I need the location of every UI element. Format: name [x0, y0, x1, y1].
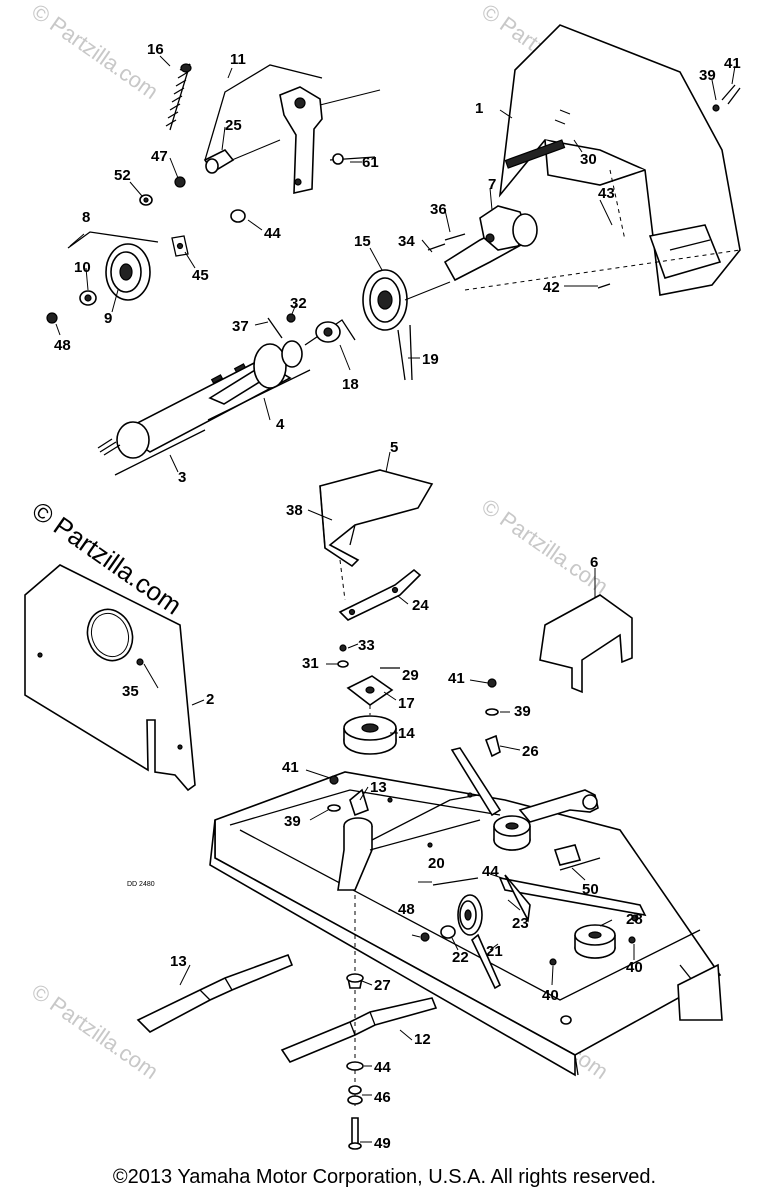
screw-42	[597, 283, 611, 289]
callout-7: 7	[488, 176, 496, 193]
bracket-24	[338, 568, 422, 621]
callout-17: 17	[398, 695, 415, 712]
callout-44: 44	[264, 225, 281, 242]
bracket-11	[204, 64, 381, 195]
callout-9: 9	[104, 310, 112, 327]
callout-20: 20	[428, 855, 445, 872]
callout-28: 28	[626, 911, 643, 928]
callout-26: 26	[522, 743, 539, 760]
callout-16: 16	[147, 41, 164, 58]
blade-12	[280, 997, 438, 1063]
callout-23: 23	[512, 915, 529, 932]
callout-47: 47	[151, 148, 168, 165]
blade-hardware	[346, 895, 364, 1150]
bolt-41-washer-39	[484, 678, 501, 758]
callout-33: 33	[358, 637, 375, 654]
callout-6: 6	[590, 554, 598, 571]
spring-16	[165, 63, 192, 131]
washer-44	[230, 209, 246, 223]
callout-48: 48	[54, 337, 71, 354]
callout-39b: 39	[514, 703, 531, 720]
callout-27: 27	[374, 977, 391, 994]
callout-3: 3	[178, 469, 186, 486]
idler-20	[420, 874, 531, 990]
callout-15: 15	[354, 233, 371, 250]
callout-41: 41	[724, 55, 741, 72]
callout-1: 1	[475, 100, 483, 117]
callout-21: 21	[486, 943, 503, 960]
pin-37-bolt-32	[267, 313, 296, 339]
callout-40: 40	[626, 959, 643, 976]
callout-40b: 40	[542, 987, 559, 1004]
callout-45: 45	[192, 267, 209, 284]
callouts: 16 11 25 47 52 61 44 8 10 45 9 48 37 32 …	[54, 41, 741, 1152]
pulley-8	[46, 231, 189, 324]
bushing-25	[203, 139, 281, 174]
callout-38: 38	[286, 502, 303, 519]
callout-44b: 44	[482, 863, 499, 880]
callout-2: 2	[206, 691, 214, 708]
callout-37: 37	[232, 318, 249, 335]
callout-41b: 41	[448, 670, 465, 687]
callout-10: 10	[74, 259, 91, 276]
callout-5: 5	[390, 439, 398, 456]
callout-34: 34	[398, 233, 415, 250]
callout-41c: 41	[282, 759, 299, 776]
shaft-assembly	[97, 340, 311, 476]
callout-30: 30	[580, 151, 597, 168]
shield-5	[319, 469, 434, 601]
deck-pulley-right	[493, 815, 531, 851]
nut-47-washer-52	[139, 176, 186, 206]
callout-22: 22	[452, 949, 469, 966]
shield-6	[539, 594, 633, 694]
swing-arm	[498, 789, 647, 917]
deck-pulley-28	[549, 914, 639, 966]
arm-26	[450, 747, 502, 817]
plate-2	[24, 564, 196, 792]
callout-14: 14	[398, 725, 415, 742]
callout-13b: 13	[170, 953, 187, 970]
callout-43: 43	[598, 185, 615, 202]
callout-32: 32	[290, 295, 307, 312]
callout-46: 46	[374, 1089, 391, 1106]
drawing-code: DD 2480	[127, 881, 155, 888]
callout-35: 35	[122, 683, 139, 700]
callout-29: 29	[402, 667, 419, 684]
callout-36: 36	[430, 201, 447, 218]
callout-52: 52	[114, 167, 131, 184]
callout-12: 12	[414, 1031, 431, 1048]
callout-44c: 44	[374, 1059, 391, 1076]
callout-11: 11	[230, 51, 246, 68]
copyright-notice: ©2013 Yamaha Motor Corporation, U.S.A. A…	[112, 1166, 657, 1188]
callout-24: 24	[412, 597, 429, 614]
callout-42: 42	[543, 279, 560, 296]
callout-50: 50	[582, 881, 599, 898]
callout-25: 25	[225, 117, 242, 134]
blade-13	[136, 953, 294, 1033]
callout-8: 8	[82, 209, 90, 226]
spindle-7	[427, 205, 538, 282]
callout-18: 18	[342, 376, 359, 393]
watermark: © Partzilla.com	[27, 0, 163, 104]
watermark: © Partzilla.com	[27, 979, 163, 1085]
hood-1	[498, 24, 741, 296]
callout-48b: 48	[398, 901, 415, 918]
callout-39: 39	[699, 67, 716, 84]
callout-49: 49	[374, 1135, 391, 1152]
pulley-15	[362, 269, 451, 381]
callout-19: 19	[422, 351, 439, 368]
callout-31: 31	[302, 655, 319, 672]
collar-18	[304, 319, 356, 346]
callout-61: 61	[362, 154, 379, 171]
callout-39c: 39	[284, 813, 301, 830]
guide-line	[464, 249, 741, 291]
idler-stack	[337, 644, 400, 755]
callout-4: 4	[276, 416, 285, 433]
watermark: © Partzilla.com	[477, 494, 613, 600]
callout-13: 13	[370, 779, 387, 796]
bolt-61	[329, 153, 376, 165]
spindle-13	[327, 775, 481, 891]
